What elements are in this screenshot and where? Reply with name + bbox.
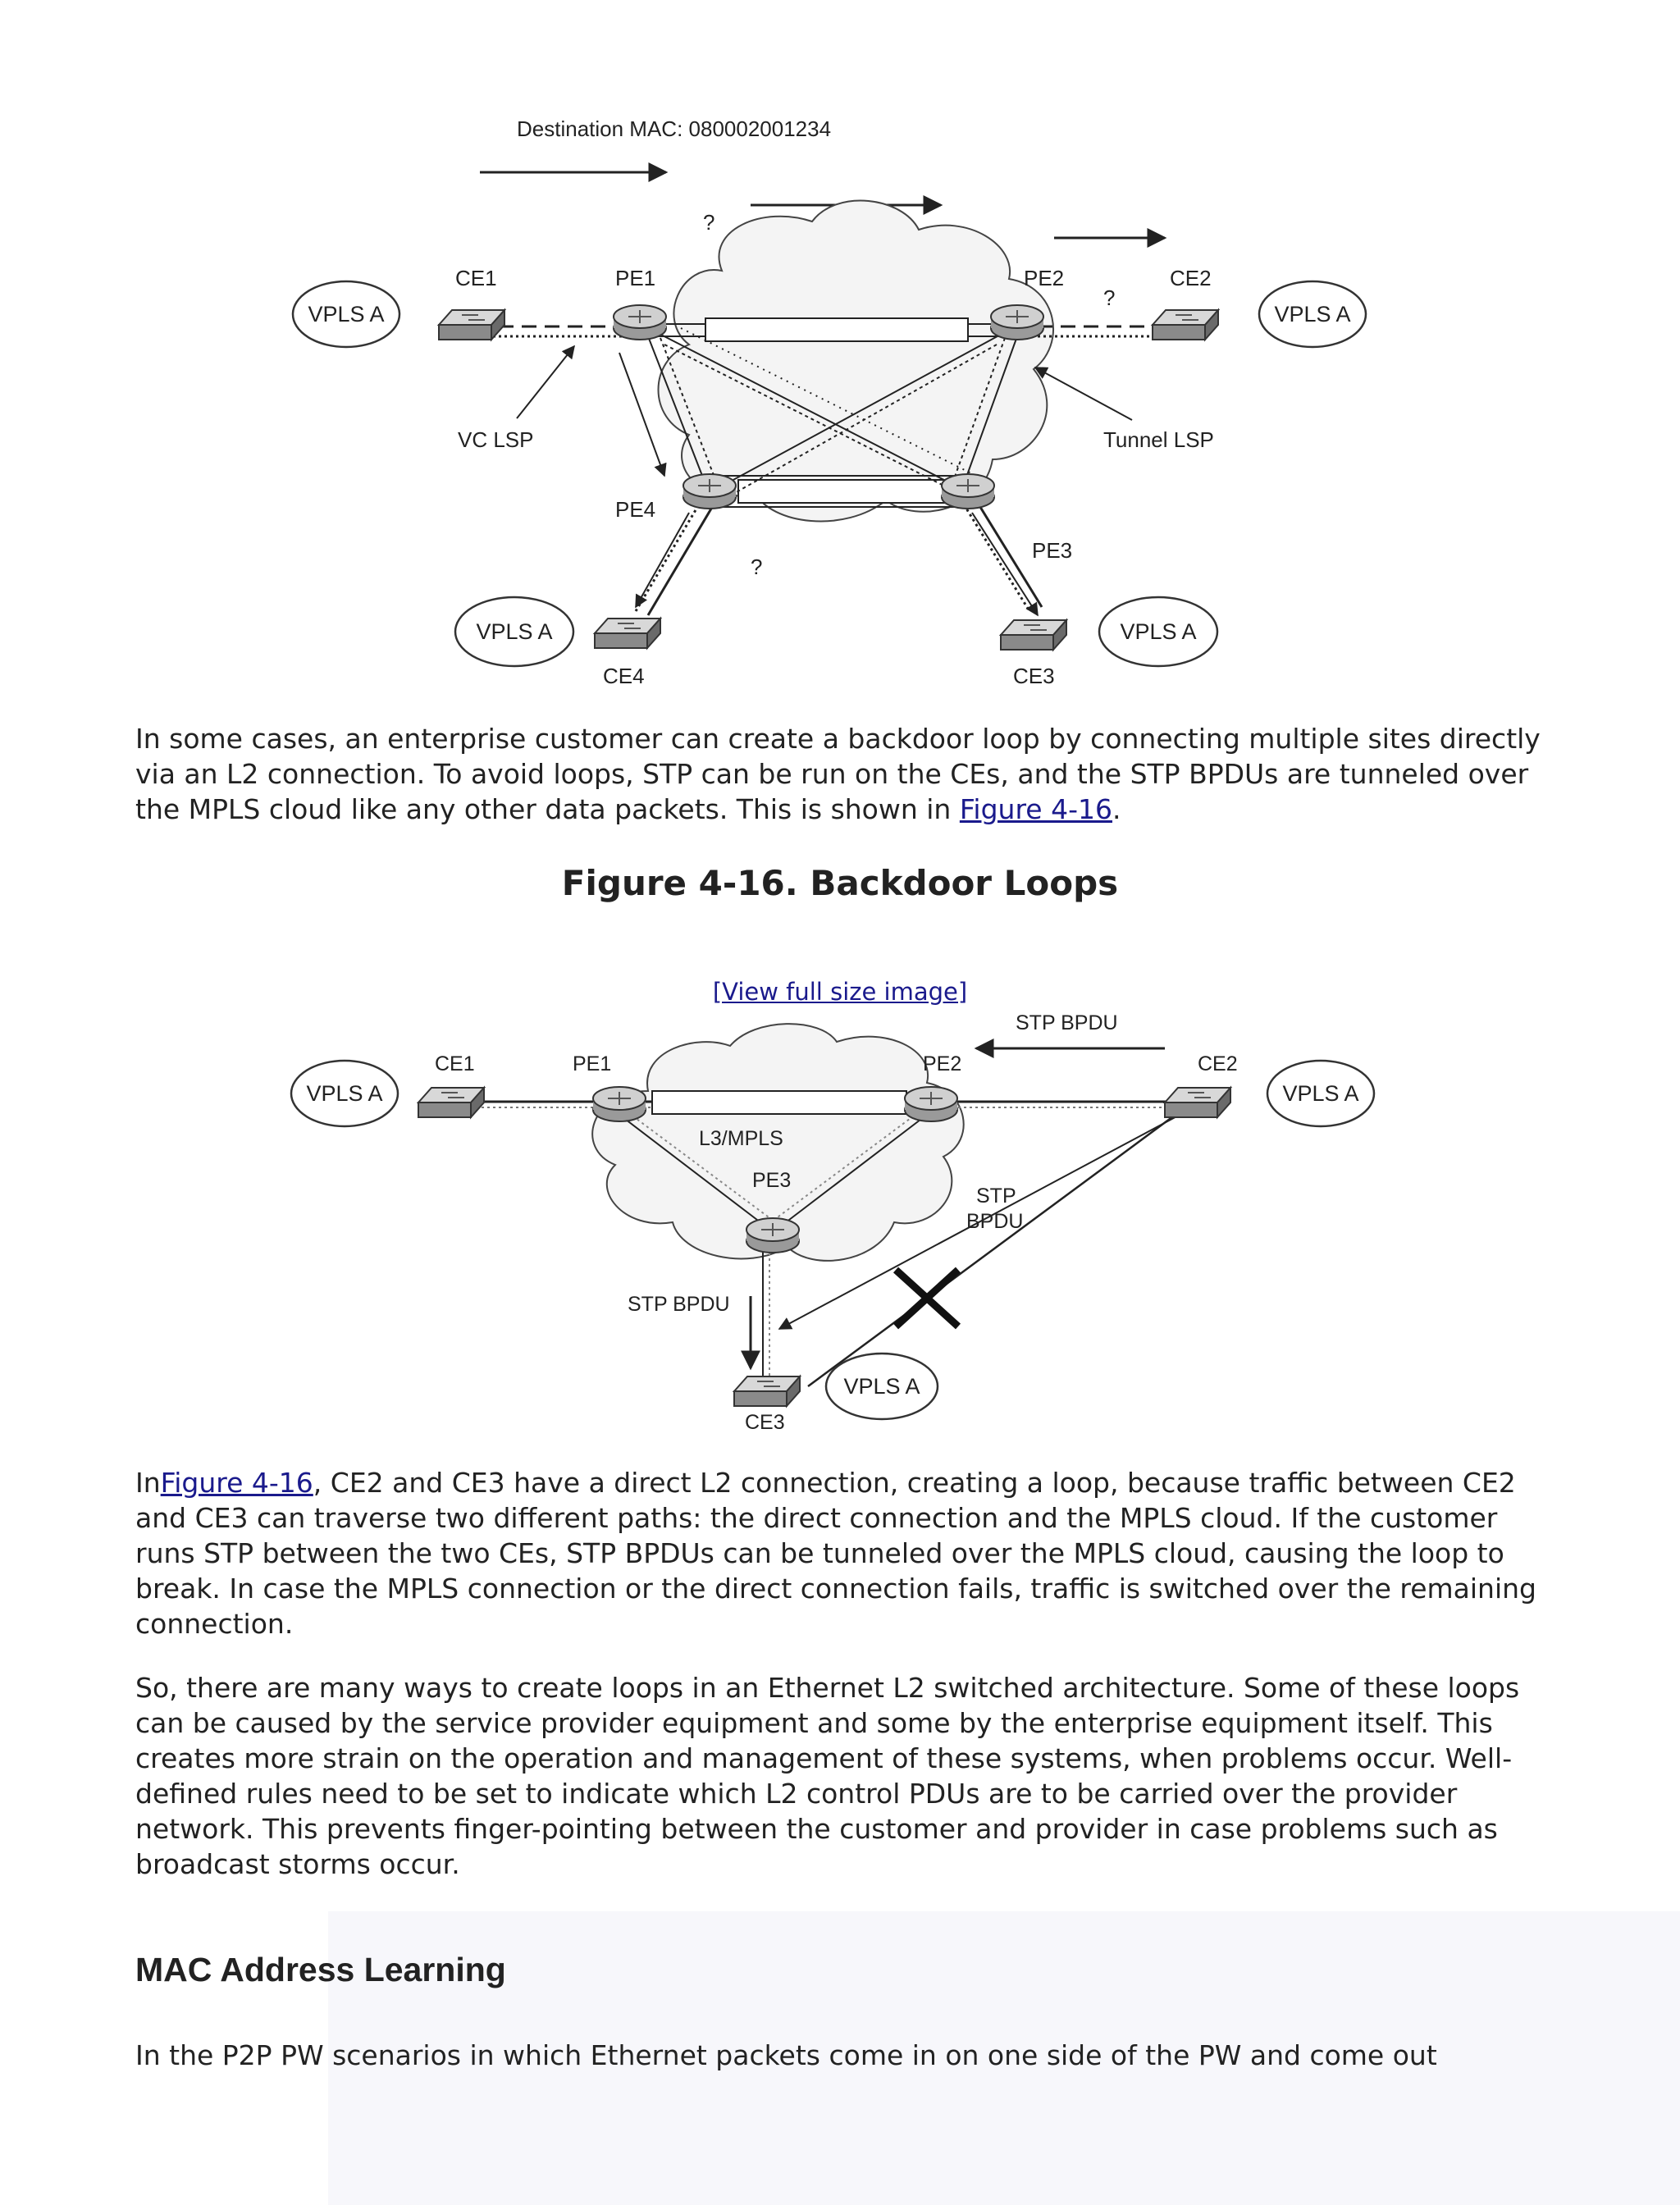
pe1-label: PE1 bbox=[615, 266, 655, 290]
figure-4-16-link[interactable]: Figure 4-16 bbox=[959, 793, 1112, 825]
l3mpls-cloud bbox=[591, 1023, 965, 1262]
ce1-bottom-label: CE1 bbox=[435, 1052, 475, 1075]
pe1-bottom-label: PE1 bbox=[573, 1052, 611, 1075]
mpls-cloud bbox=[657, 199, 1054, 523]
ce2-label: CE2 bbox=[1170, 266, 1212, 290]
question-mark-1: ? bbox=[703, 210, 714, 235]
ce4-label: CE4 bbox=[603, 664, 645, 688]
vpls-a-label-2: VPLS A bbox=[1274, 302, 1350, 326]
bpdu-side-label: BPDU bbox=[966, 1210, 1023, 1233]
backdoor-loop-diagram: STP BPDU VPLS A VPLS A VPLS A CE1 PE1 PE… bbox=[290, 1011, 1376, 1434]
ce2-bottom-label: CE2 bbox=[1198, 1052, 1238, 1075]
paragraph-mac-learning: In the P2P PW scenarios in which Etherne… bbox=[135, 2039, 1437, 2071]
question-mark-2: ? bbox=[1103, 285, 1115, 310]
figure-caption: Figure 4-16. Backdoor Loops bbox=[561, 863, 1119, 903]
vpls-a-label-4: VPLS A bbox=[1120, 619, 1196, 644]
vpls-a-bottom-2: VPLS A bbox=[1282, 1081, 1358, 1106]
vpls-a-label-3: VPLS A bbox=[476, 619, 552, 644]
para1-end: . bbox=[1112, 793, 1121, 825]
paragraph-loop-summary: So, there are many ways to create loops … bbox=[135, 1672, 1520, 1880]
ce1-label: CE1 bbox=[455, 266, 497, 290]
vpls-mesh-diagram: Destination MAC: 080002001234 bbox=[291, 116, 1367, 688]
page-shade bbox=[328, 1911, 1680, 2205]
para2-text: , CE2 and CE3 have a direct L2 connectio… bbox=[135, 1467, 1536, 1640]
para2-start: In bbox=[135, 1467, 161, 1499]
pe3-bottom-label: PE3 bbox=[752, 1169, 791, 1192]
vpls-a-bottom-3: VPLS A bbox=[843, 1374, 920, 1399]
vpls-a-label-1: VPLS A bbox=[308, 302, 384, 326]
figure-4-16-link-2[interactable]: Figure 4-16 bbox=[160, 1467, 313, 1499]
tunnel-lsp-label: Tunnel LSP bbox=[1103, 427, 1214, 452]
pe3-label: PE3 bbox=[1032, 538, 1072, 563]
view-full-size-link[interactable]: [View full size image] bbox=[712, 978, 968, 1006]
stp-bpdu-left-label: STP BPDU bbox=[628, 1293, 730, 1316]
vc-lsp-label: VC LSP bbox=[458, 427, 534, 452]
ce3-label: CE3 bbox=[1013, 664, 1055, 688]
paragraph-backdoor-intro: In some cases, an enterprise customer ca… bbox=[135, 721, 1554, 827]
question-mark-3: ? bbox=[751, 555, 762, 579]
dest-mac-title: Destination MAC: 080002001234 bbox=[517, 116, 831, 141]
stp-bpdu-top-label: STP BPDU bbox=[1016, 1011, 1118, 1034]
pe4-label: PE4 bbox=[615, 497, 655, 522]
paragraph-backdoor-explanation: InFigure 4-16, CE2 and CE3 have a direct… bbox=[135, 1465, 1554, 1641]
pe2-label: PE2 bbox=[1024, 266, 1064, 290]
section-heading: MAC Address Learning bbox=[135, 1951, 506, 1988]
para1-text: In some cases, an enterprise customer ca… bbox=[135, 723, 1541, 825]
vpls-a-bottom-1: VPLS A bbox=[306, 1081, 382, 1106]
l3mpls-label: L3/MPLS bbox=[699, 1127, 783, 1150]
ce3-bottom-label: CE3 bbox=[745, 1411, 785, 1434]
stp-side-label: STP bbox=[976, 1185, 1016, 1208]
pe2-bottom-label: PE2 bbox=[923, 1052, 961, 1075]
